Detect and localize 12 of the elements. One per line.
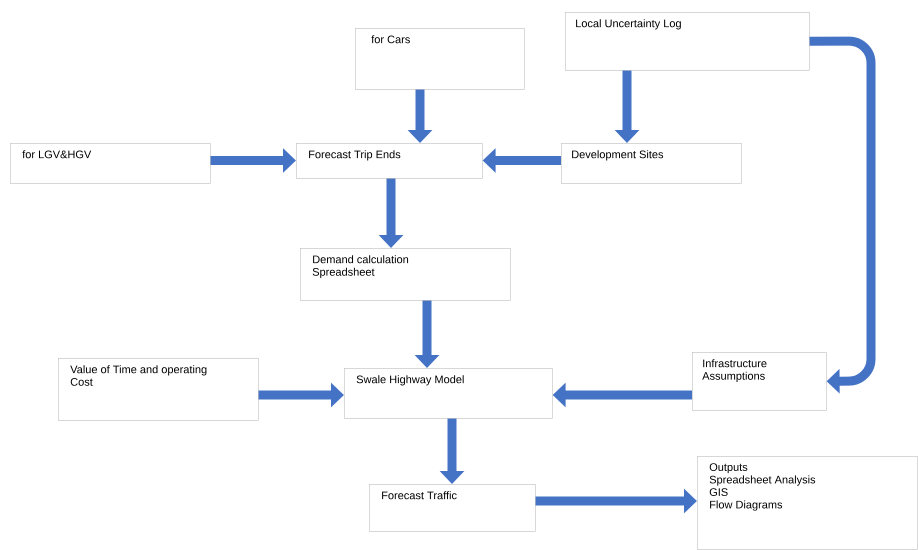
process-box: Forecast Traffic xyxy=(369,484,536,532)
arrow xyxy=(810,36,876,394)
process-box: Demand calculation Spreadsheet xyxy=(300,248,511,301)
process-box: Development Sites xyxy=(561,143,742,184)
process-box: Forecast Trip Ends xyxy=(296,143,483,179)
process-box: Value of Time and operating Cost xyxy=(58,358,259,421)
process-box: for LGV&HGV xyxy=(10,143,211,184)
process-box: Swale Highway Model xyxy=(344,368,553,419)
process-box: for Cars xyxy=(355,28,525,90)
process-box: Local Uncertainty Log xyxy=(565,12,810,71)
process-box: Outputs Spreadsheet Analysis GIS Flow Diagrams xyxy=(697,456,918,550)
process-box: Infrastructure Assumptions xyxy=(692,352,827,411)
